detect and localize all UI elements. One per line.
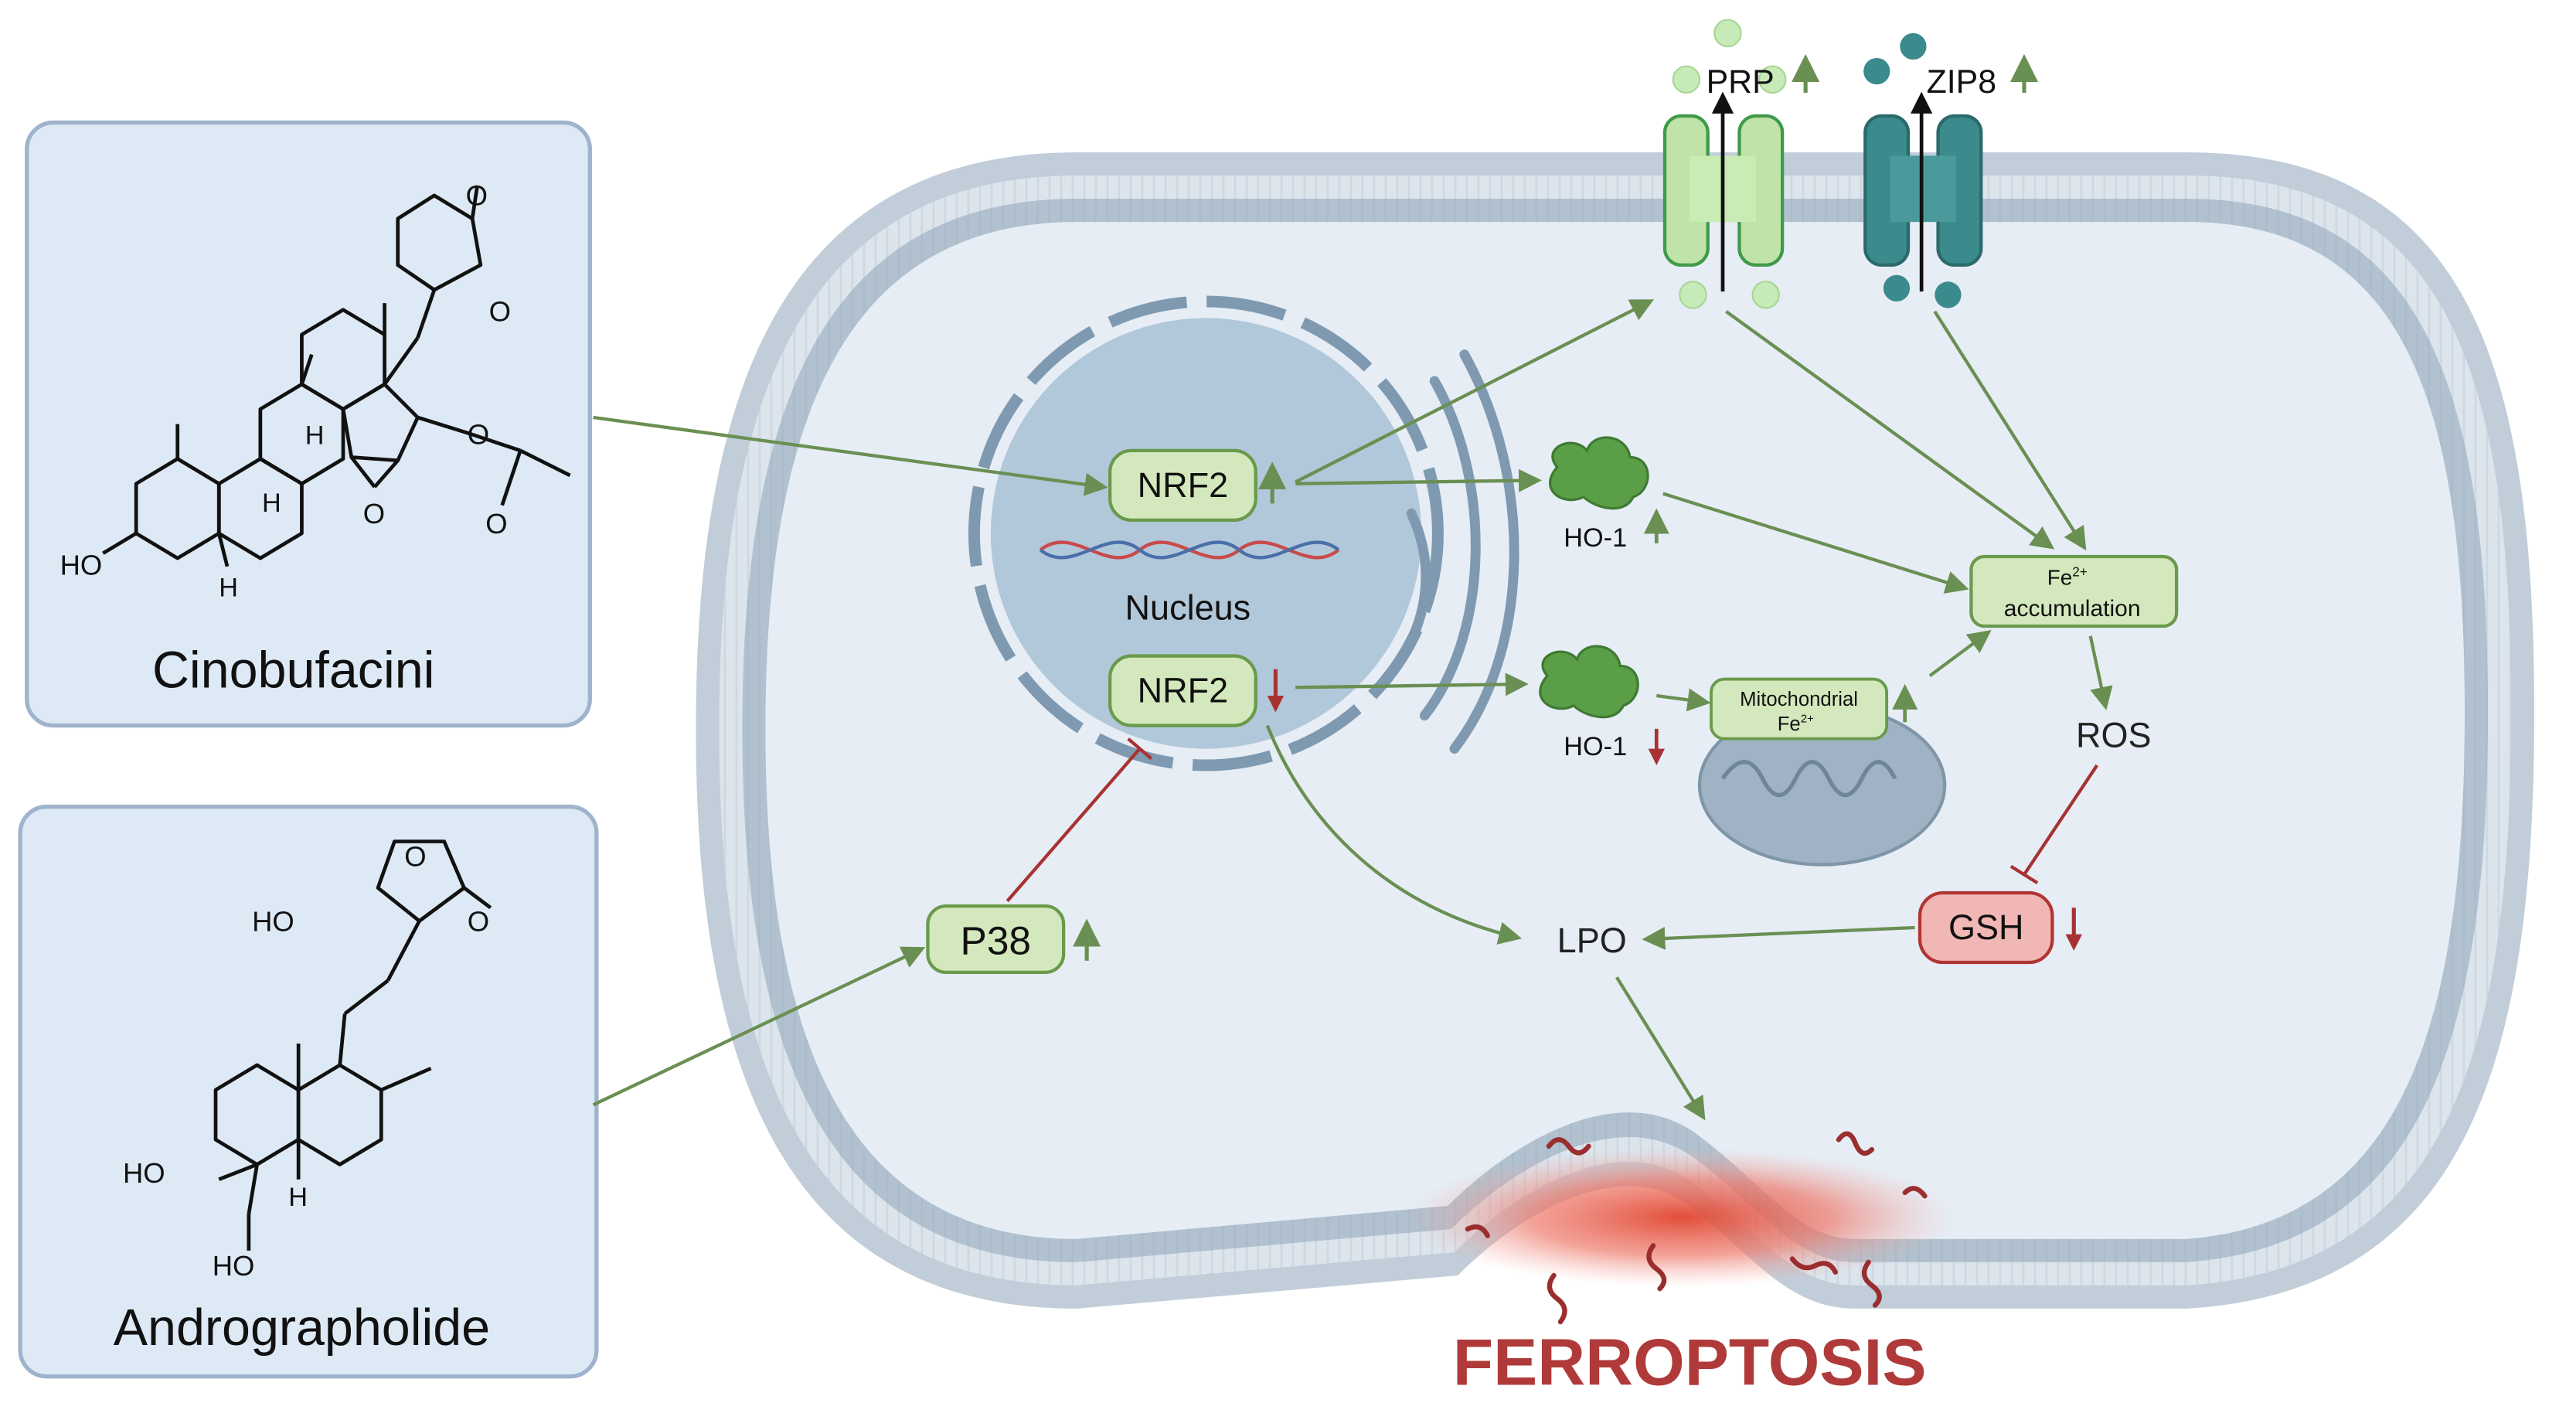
dna-helix — [1039, 540, 1340, 560]
prp-channel — [1662, 114, 1785, 267]
cino-ho: HO — [60, 550, 103, 581]
cino-o4: O — [363, 498, 385, 530]
ferroptosis-glow — [1407, 1148, 1955, 1287]
andro-h1: H — [288, 1183, 308, 1212]
nrf2-down-arrowhead — [1267, 696, 1285, 713]
andro-ho3: HO — [213, 1250, 255, 1282]
endoplasmic-reticulum — [1400, 349, 1519, 754]
inhibition-lines — [1006, 737, 2099, 903]
ros-inhibits-gsh — [2023, 764, 2099, 876]
andrographolide-panel — [18, 804, 599, 1379]
mito-fe-line2: Fe2+ — [1778, 712, 1814, 735]
andrographolide-structure — [213, 839, 492, 1251]
ho1-up-protein — [1549, 436, 1649, 510]
andro-ho2: HO — [123, 1157, 165, 1189]
cino-o1: O — [466, 180, 488, 212]
nrf2-to-ho1-arrow — [1295, 468, 1542, 492]
nrf2-to-prp-arrow — [1295, 299, 1655, 484]
gsh-box — [1918, 890, 2054, 965]
cino-o5: O — [485, 508, 507, 540]
nrf2-down-label: NRF2 — [1138, 671, 1229, 710]
zip8-particles — [1863, 32, 1962, 308]
mito-fe-line1: Mitochondrial — [1740, 689, 1858, 710]
ho1-to-mito-arrow — [1656, 688, 1711, 712]
cino-o2: O — [489, 296, 511, 328]
nrf2-up-label: NRF2 — [1138, 465, 1229, 505]
andro-o1: O — [404, 841, 426, 873]
andro-o2: O — [468, 905, 489, 937]
gsh-down-arrowhead — [2065, 934, 2082, 951]
cell-membrane — [696, 152, 2534, 1309]
fe-charge: 2+ — [2072, 564, 2088, 580]
fe-accumulation-box — [1969, 554, 2179, 628]
prp-to-fe-arrow — [1725, 310, 2055, 550]
prp-particles — [1672, 19, 1787, 309]
nrf2-down-box — [1108, 654, 1257, 727]
nucleus-label: Nucleus — [1125, 587, 1251, 627]
gsh-to-lpo-arrow — [1642, 925, 1915, 950]
ho1-down-label: HO-1 — [1564, 732, 1627, 761]
mito-fe-charge: 2+ — [1801, 712, 1814, 725]
lipid-fragments — [1465, 1131, 1928, 1325]
ho1-down-protein — [1539, 645, 1639, 719]
cinobufacini-name: Cinobufacini — [152, 642, 434, 699]
fe-line1: Fe2+ — [2047, 564, 2088, 590]
p38-label: P38 — [961, 918, 1031, 962]
cinobufacini-structure — [102, 185, 571, 567]
nrf2down-to-ho1-arrow — [1295, 673, 1529, 696]
ho1-up-label: HO-1 — [1564, 523, 1627, 553]
ho1-to-fe-arrow — [1662, 492, 1969, 594]
mito-fe-symbol: Fe — [1778, 713, 1801, 735]
ros-label: ROS — [2076, 715, 2152, 754]
nucleus — [968, 295, 1444, 771]
cino-h1: H — [305, 421, 325, 450]
prp-label: PRP — [1707, 63, 1775, 100]
p38-inhibits-nrf2 — [1006, 747, 1142, 903]
fe-line2: accumulation — [2004, 596, 2141, 621]
ho1-down-arrowhead — [1648, 748, 1665, 765]
zip8-to-fe-arrow — [1933, 310, 2087, 551]
cino-to-nrf2-arrow — [593, 415, 1108, 496]
mito-fe-box — [1710, 677, 1889, 741]
andro-ho1: HO — [252, 905, 294, 937]
pathway-arrows — [592, 299, 2113, 1121]
andro-to-p38-arrow — [592, 946, 926, 1107]
cino-h2: H — [262, 489, 281, 518]
p38-box — [926, 904, 1066, 974]
fe-to-ros-arrow — [2088, 635, 2113, 710]
ferroptosis-title: FERROPTOSIS — [1453, 1325, 1927, 1399]
andrographolide-name: Andrographolide — [114, 1299, 490, 1357]
lpo-to-ferroptosis-arrow — [1615, 976, 1706, 1121]
fe-symbol: Fe — [2047, 565, 2072, 589]
zip8-label: ZIP8 — [1927, 63, 1996, 100]
gsh-label: GSH — [1948, 908, 2024, 947]
nrf2-to-lpo-arrow — [1265, 724, 1523, 945]
cino-o3: O — [468, 418, 489, 450]
cino-h3: H — [219, 573, 238, 602]
lpo-label: LPO — [1557, 921, 1627, 960]
nrf2-up-box — [1108, 448, 1257, 522]
cinobufacini-panel — [25, 120, 592, 728]
mito-to-fe-arrow — [1928, 629, 1992, 678]
